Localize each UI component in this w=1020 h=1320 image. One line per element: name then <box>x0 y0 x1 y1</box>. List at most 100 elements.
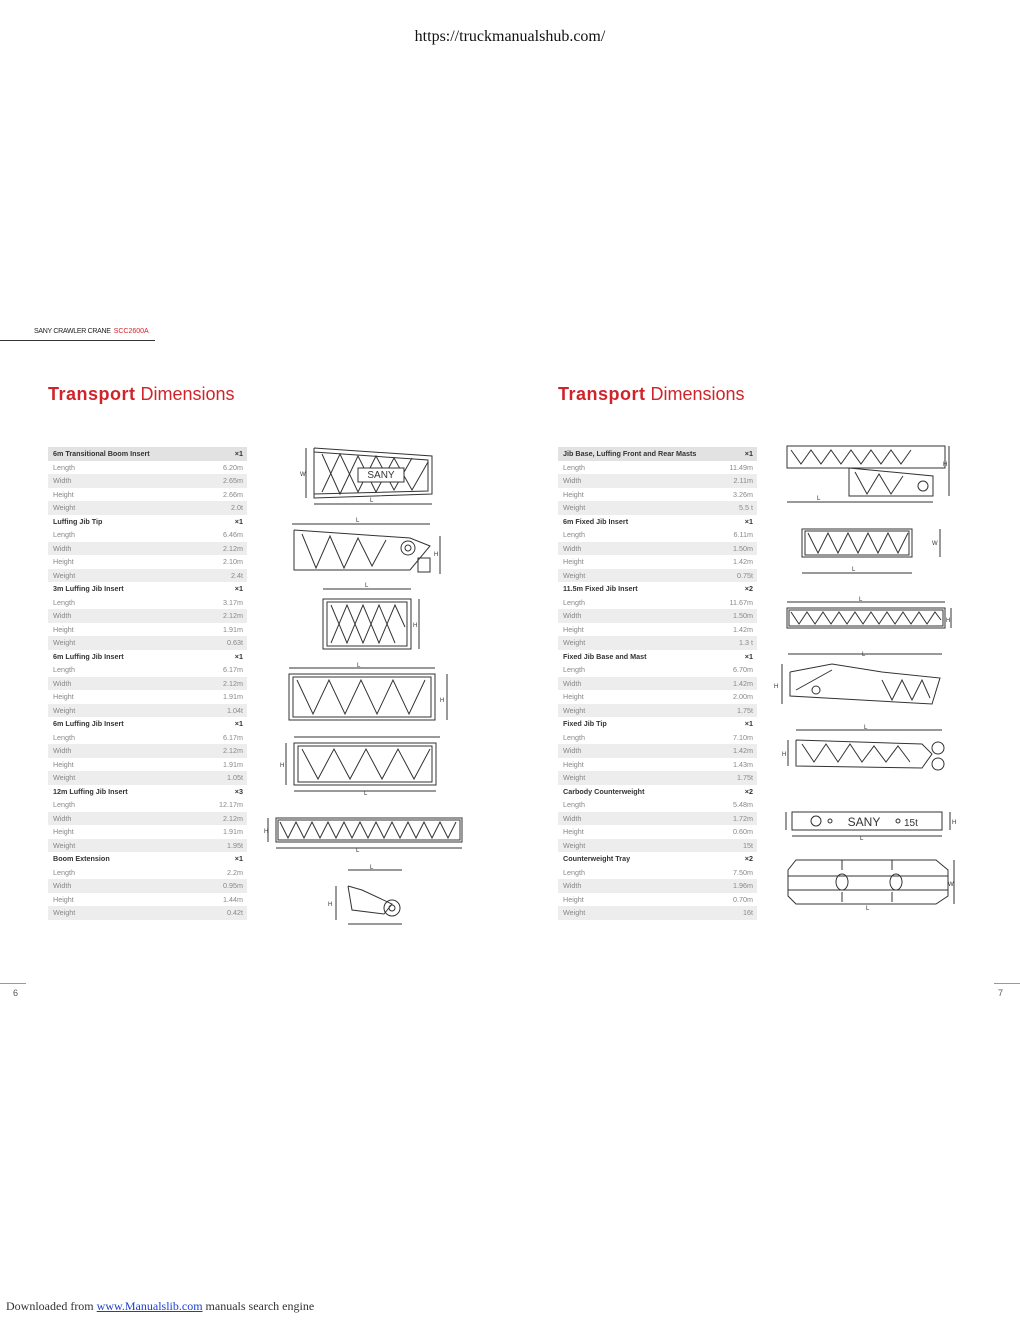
component-qty: ×1 <box>234 516 243 526</box>
component-qty: ×1 <box>234 854 243 863</box>
dimension-row: Weight 2.0t <box>48 501 247 515</box>
component-header: Boom Extension ×1 <box>48 852 247 866</box>
dimension-label: Weight <box>53 705 76 715</box>
dimension-value: 2.12m <box>223 543 243 553</box>
dimension-value: 2.65m <box>223 476 243 485</box>
left-page-title: Transport Dimensions <box>48 384 235 404</box>
svg-text:L: L <box>356 518 360 524</box>
component-header: Carbody Counterweight×2 <box>558 784 757 798</box>
component-name: Fixed Jib Base and Mast <box>563 651 647 661</box>
dimension-label: Length <box>53 462 75 472</box>
dimension-label: Width <box>563 476 582 485</box>
dimension-label: Length <box>53 530 75 539</box>
component-qty: ×1 <box>234 651 243 661</box>
dimension-value: 1.91m <box>223 759 243 769</box>
dimension-value: 1.72m <box>733 813 753 823</box>
manualslib-link[interactable]: www.Manualslib.com <box>96 1299 203 1313</box>
dimension-value: 2.12m <box>223 611 243 620</box>
component-qty: ×1 <box>744 719 753 728</box>
dimension-value: 2.12m <box>223 678 243 688</box>
jib-base-luffing-masts-drawing: L H <box>783 442 953 506</box>
dimension-row: Width 2.12m <box>48 609 247 623</box>
svg-text:W: W <box>932 541 938 547</box>
component-qty: ×1 <box>744 516 753 526</box>
component-header: Luffing Jib Tip×1 <box>48 514 247 528</box>
svg-text:L: L <box>860 836 864 842</box>
dimension-label: Length <box>563 800 585 809</box>
3m-luffing-jib-insert-drawing: L H <box>315 583 425 655</box>
component-name: 6m Luffing Jib Insert <box>53 719 124 728</box>
dimension-label: Width <box>563 611 582 620</box>
component-qty: ×1 <box>234 719 243 728</box>
svg-text:H: H <box>264 829 268 835</box>
left-page-number: 6 <box>13 988 19 998</box>
dimension-value: 5.5 t <box>739 503 753 512</box>
component-name: Fixed Jib Tip <box>563 719 607 728</box>
dimension-label: Weight <box>53 503 76 512</box>
right-page-title: Transport Dimensions <box>558 384 745 404</box>
dimension-value: 1.43m <box>733 759 753 769</box>
dimension-value: 0.42t <box>227 908 243 917</box>
dimension-value: 1.05t <box>227 773 243 782</box>
dimension-value: 1.75t <box>737 773 753 782</box>
component-name: Boom Extension <box>53 854 110 863</box>
component-name: 11.5m Fixed Jib Insert <box>563 584 638 593</box>
dimension-value: 2.0t <box>231 503 243 512</box>
component-name: 6m Luffing Jib Insert <box>53 651 124 661</box>
carbody-counterweight-drawing: SANY 15t L H <box>782 808 956 842</box>
right-page-rule <box>994 983 1020 984</box>
svg-text:H: H <box>328 902 332 908</box>
dimension-label: Weight <box>53 908 76 917</box>
dimension-value: 2.10m <box>223 557 243 566</box>
dimension-label: Weight <box>53 570 76 580</box>
dimension-value: 1.91m <box>223 827 243 836</box>
source-url: https://truckmanualshub.com/ <box>414 28 606 45</box>
dimension-label: Width <box>53 611 72 620</box>
component-qty: ×2 <box>744 584 753 593</box>
dimension-label: Weight <box>563 705 586 715</box>
dimension-value: 1.95t <box>227 840 243 850</box>
dimension-label: Weight <box>563 638 586 647</box>
dimension-value: 6.17m <box>223 665 243 674</box>
component-name: Carbody Counterweight <box>563 786 645 796</box>
component-header: 6m Transitional Boom Insert×1 <box>48 447 247 461</box>
dimension-value: 6.46m <box>223 530 243 539</box>
dimension-label: Weight <box>563 840 586 850</box>
dimension-value: 1.42m <box>733 557 753 566</box>
6m-luffing-jib-insert-drawing-2: H L <box>280 733 445 797</box>
svg-text:H: H <box>782 752 786 758</box>
dimension-label: Height <box>563 557 584 566</box>
brand-name: SANY CRAWLER CRANE <box>34 328 111 335</box>
dimension-value: 2.12m <box>223 746 243 755</box>
dimension-value: 1.91m <box>223 692 243 701</box>
11-5m-fixed-jib-insert-drawing: L H <box>783 597 955 634</box>
component-header: 6m Luffing Jib Insert ×1 <box>48 717 247 731</box>
dimension-value: 1.91m <box>223 624 243 634</box>
component-name: 12m Luffing Jib Insert <box>53 786 128 796</box>
